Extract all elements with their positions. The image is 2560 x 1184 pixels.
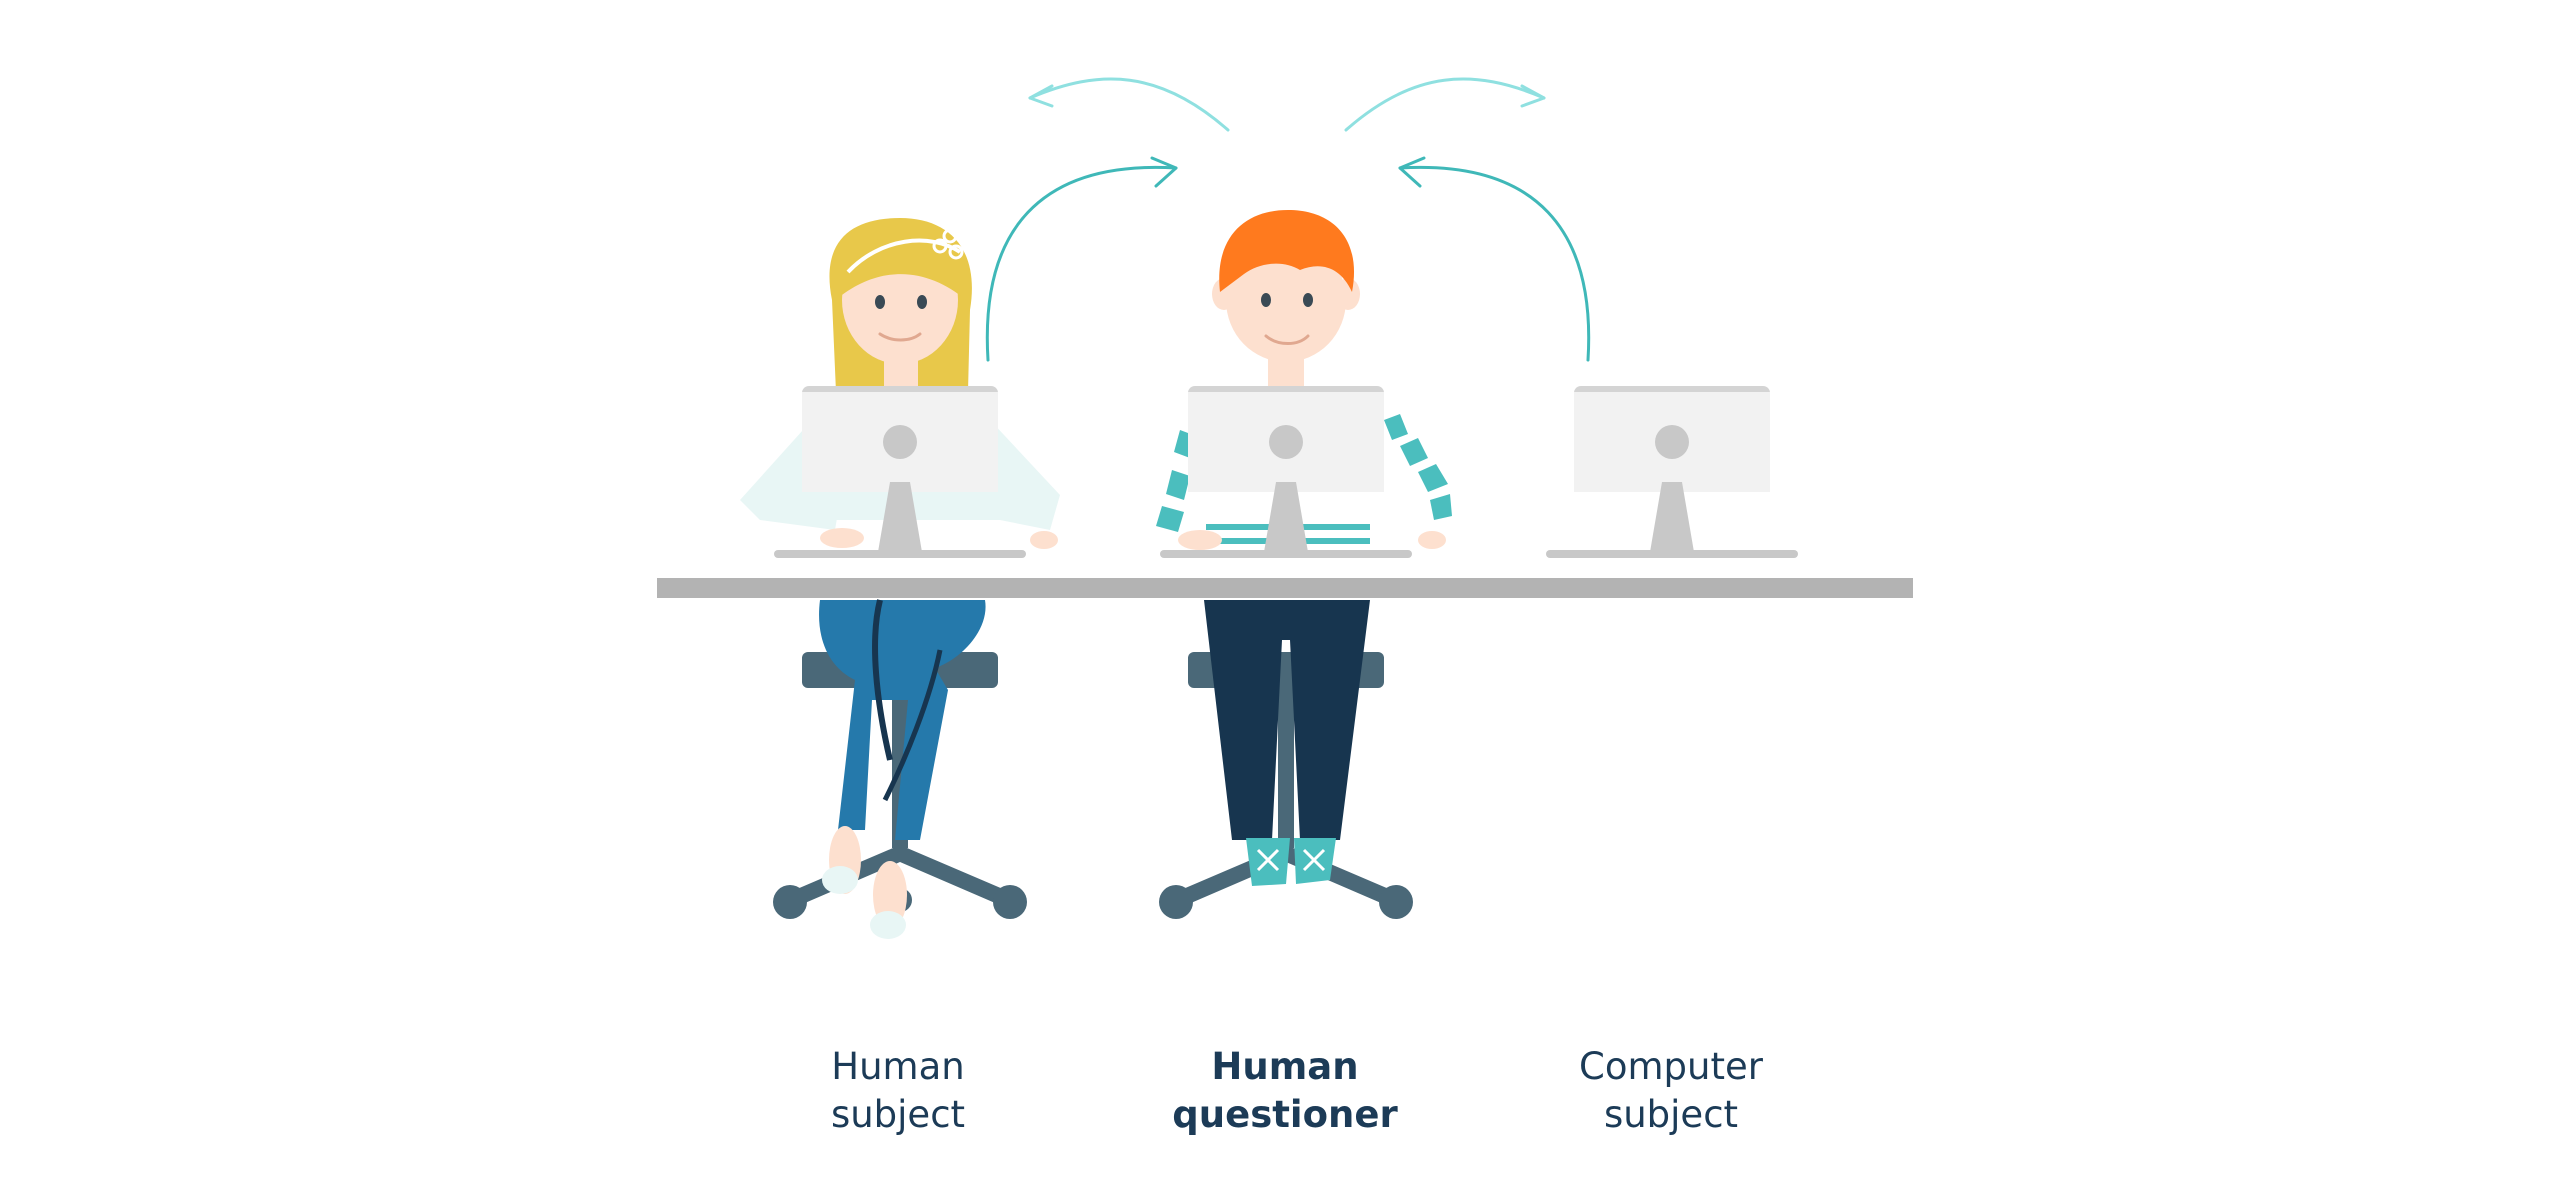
arrow-questioner-to-human-subject — [1028, 77, 1230, 132]
arrow-questioner-to-computer-subject — [1344, 77, 1546, 132]
arrow-human-subject-to-questioner — [985, 165, 1178, 362]
man-hair-icon — [1219, 210, 1355, 292]
arrow-head-human-subject-to-questioner — [1150, 156, 1178, 188]
label-human-subject: Human subject — [830, 1045, 966, 1136]
desk — [657, 578, 1913, 598]
monitor-human-questioner — [1160, 386, 1412, 558]
human-questioner-figure — [1156, 210, 1452, 886]
label-human-questioner: Human questioner — [1172, 1045, 1398, 1136]
woman-jeans — [819, 600, 986, 840]
communication-arrows — [985, 77, 1591, 362]
monitor-computer-subject — [1546, 386, 1798, 558]
arrow-computer-subject-to-questioner — [1398, 165, 1591, 362]
man-trousers — [1204, 600, 1370, 840]
arrow-head-computer-subject-to-questioner — [1398, 156, 1426, 188]
monitor-human-subject — [774, 386, 1026, 558]
arrow-head-questioner-to-human-subject — [1028, 84, 1054, 108]
arrow-head-questioner-to-computer-subject — [1520, 84, 1546, 108]
label-computer-subject: Computer subject — [1579, 1045, 1763, 1136]
hair-flower-icon — [932, 228, 964, 260]
